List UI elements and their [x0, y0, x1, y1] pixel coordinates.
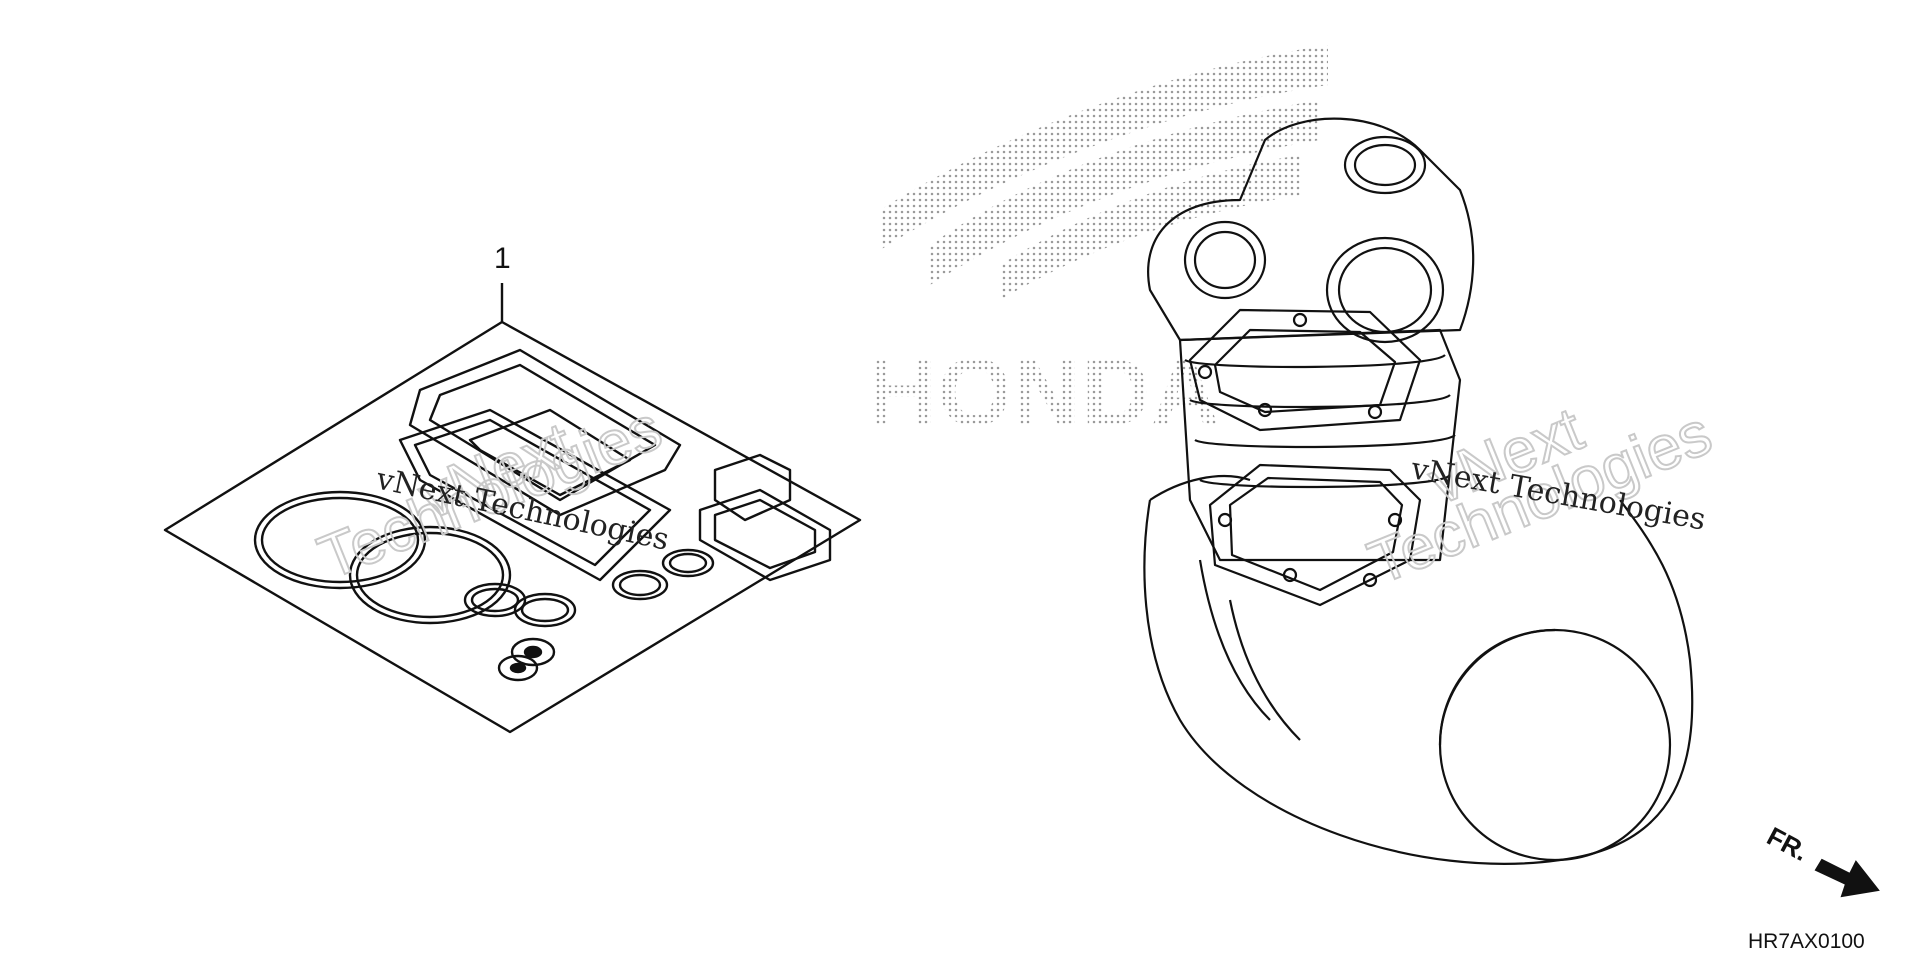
small-o-ring-4 [661, 548, 715, 578]
honda-wing-logo: HONDA [868, 45, 1328, 446]
crankcase-outline [1143, 499, 1694, 865]
honda-logo-text: HONDA [868, 339, 1220, 446]
callout-1: 1 [494, 242, 511, 275]
large-o-ring [253, 490, 427, 590]
cylinder-base-gasket [398, 408, 672, 582]
large-o-ring-2 [348, 525, 512, 625]
watermark-right: Technologies vNext vNext Technologies [1358, 394, 1721, 599]
head-cap [1343, 135, 1427, 195]
seal-washer [510, 637, 556, 667]
small-o-ring-3 [611, 569, 669, 601]
head-gasket [1188, 308, 1422, 432]
gasket-bag-outline [163, 320, 862, 734]
arrow-icon [1814, 858, 1880, 898]
gasket-kit [163, 283, 862, 734]
small-o-ring-2 [513, 592, 577, 628]
small-o-ring [463, 582, 527, 618]
front-direction-marker: FR. [1762, 821, 1880, 898]
head-cover-gasket [408, 348, 682, 517]
seal-washer-2 [497, 654, 539, 682]
clutch-cover [1438, 628, 1672, 862]
base-gasket [1208, 463, 1422, 607]
intake-port [1325, 236, 1445, 344]
cylinder-head-outline [1147, 117, 1475, 342]
diagram-code: HR7AX0100 [1748, 930, 1865, 953]
exhaust-port [1183, 220, 1267, 300]
engine-block [1143, 117, 1694, 865]
small-port-gasket [713, 453, 792, 522]
flange-gasket [698, 488, 832, 582]
fr-label: FR. [1762, 821, 1813, 867]
